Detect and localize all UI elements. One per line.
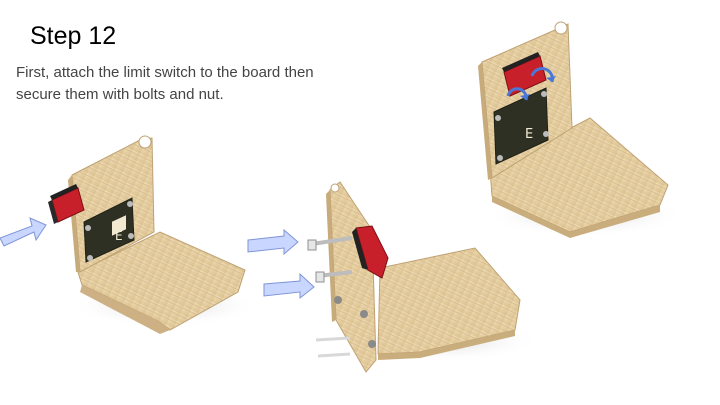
arrow-left bbox=[0, 217, 47, 247]
instruction-line-2: secure them with bolts and nut. bbox=[16, 86, 224, 103]
arrow-middle-top bbox=[247, 228, 299, 256]
instruction-line-1: First, attach the limit switch to the bo… bbox=[16, 64, 314, 81]
assembly-middle bbox=[247, 181, 540, 373]
assembly-left: E bbox=[0, 135, 260, 334]
step-title: Step 12 bbox=[30, 22, 117, 50]
pcb-label-left: E bbox=[115, 229, 123, 243]
arrow-middle-bottom bbox=[263, 272, 315, 300]
assembly-right: E bbox=[478, 21, 685, 238]
bolts bbox=[307, 236, 376, 358]
instruction-text: First, attach the limit switch to the bo… bbox=[16, 62, 396, 106]
pcb-label-right: E bbox=[525, 127, 533, 142]
